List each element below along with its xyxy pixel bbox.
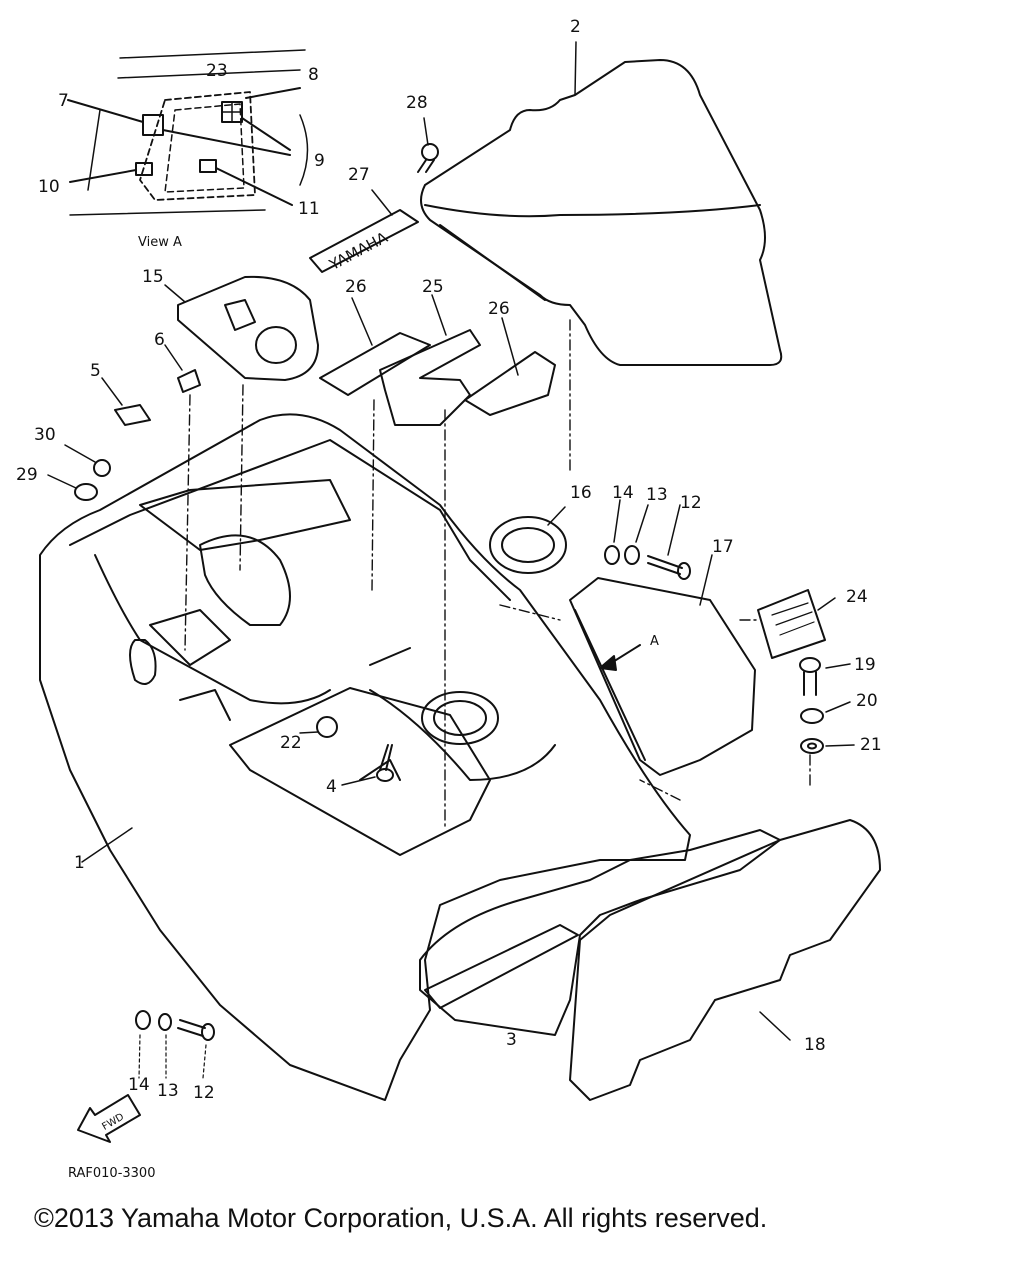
callout-7: 7 — [58, 91, 69, 111]
callout-15: 15 — [142, 267, 164, 287]
grommet-30 — [93, 459, 111, 477]
fwd-arrow-icon — [77, 1094, 141, 1143]
callout-28: 28 — [406, 93, 428, 113]
side-panel-17 — [569, 554, 756, 776]
callout-18: 18 — [804, 1035, 826, 1055]
cover-15 — [164, 275, 319, 381]
rear-fender-3 — [419, 829, 781, 1036]
callout-23: 23 — [206, 61, 228, 81]
knob-22 — [316, 716, 338, 738]
callout-17: 17 — [712, 537, 734, 557]
callout-26-left: 26 — [345, 277, 367, 297]
bolt-12-lower — [135, 1010, 215, 1079]
ring-16 — [489, 506, 567, 574]
switch-4 — [341, 744, 394, 786]
pad-26-right — [464, 317, 556, 416]
bolt-28 — [417, 117, 439, 173]
view-a-inset — [67, 49, 309, 216]
pad-26-left — [319, 297, 431, 396]
callout-14-lower: 14 — [128, 1075, 150, 1095]
callout-8: 8 — [308, 65, 319, 85]
grommet-29 — [74, 483, 98, 501]
callout-16: 16 — [570, 483, 592, 503]
bolt-19 — [799, 657, 851, 696]
callout-11: 11 — [298, 199, 320, 219]
callout-2: 2 — [570, 17, 581, 37]
callout-14-upper: 14 — [612, 483, 634, 503]
callout-30: 30 — [34, 425, 56, 445]
callout-27: 27 — [348, 165, 370, 185]
clip-6 — [177, 369, 201, 393]
callout-12-lower: 12 — [193, 1083, 215, 1103]
bracket-25 — [379, 294, 481, 426]
callout-21: 21 — [860, 735, 882, 755]
bolt-12-upper — [604, 545, 691, 580]
direction-label: A — [650, 634, 659, 649]
callout-9: 9 — [314, 151, 325, 171]
direction-arrow-icon — [599, 644, 641, 671]
washer-20 — [800, 701, 851, 724]
yamaha-emblem — [309, 189, 419, 273]
callout-6: 6 — [154, 330, 165, 350]
callout-12-upper: 12 — [680, 493, 702, 513]
collar-21 — [800, 738, 855, 754]
callout-3: 3 — [506, 1030, 517, 1050]
callout-24: 24 — [846, 587, 868, 607]
clip-7 — [142, 114, 164, 136]
callout-20: 20 — [856, 691, 878, 711]
callout-13-lower: 13 — [157, 1081, 179, 1101]
seat — [420, 41, 783, 366]
emblem-text: YAMAHA — [326, 228, 392, 274]
view-a-label: View A — [138, 235, 182, 250]
callout-10: 10 — [38, 177, 60, 197]
callout-29: 29 — [16, 465, 38, 485]
clip-11 — [199, 159, 217, 173]
callout-13-upper: 13 — [646, 485, 668, 505]
copyright-footer: ©2013 Yamaha Motor Corporation, U.S.A. A… — [34, 1203, 768, 1233]
clip-5 — [114, 404, 151, 426]
callout-4: 4 — [326, 777, 337, 797]
label-24 — [757, 589, 836, 659]
callout-26-right: 26 — [488, 299, 510, 319]
main-body — [39, 413, 691, 1101]
callout-22: 22 — [280, 733, 302, 753]
callout-5: 5 — [90, 361, 101, 381]
callout-19: 19 — [854, 655, 876, 675]
rear-guard-18 — [569, 819, 881, 1101]
callout-1: 1 — [74, 853, 85, 873]
drawing-code: RAF010-3300 — [68, 1166, 155, 1181]
callout-25: 25 — [422, 277, 444, 297]
